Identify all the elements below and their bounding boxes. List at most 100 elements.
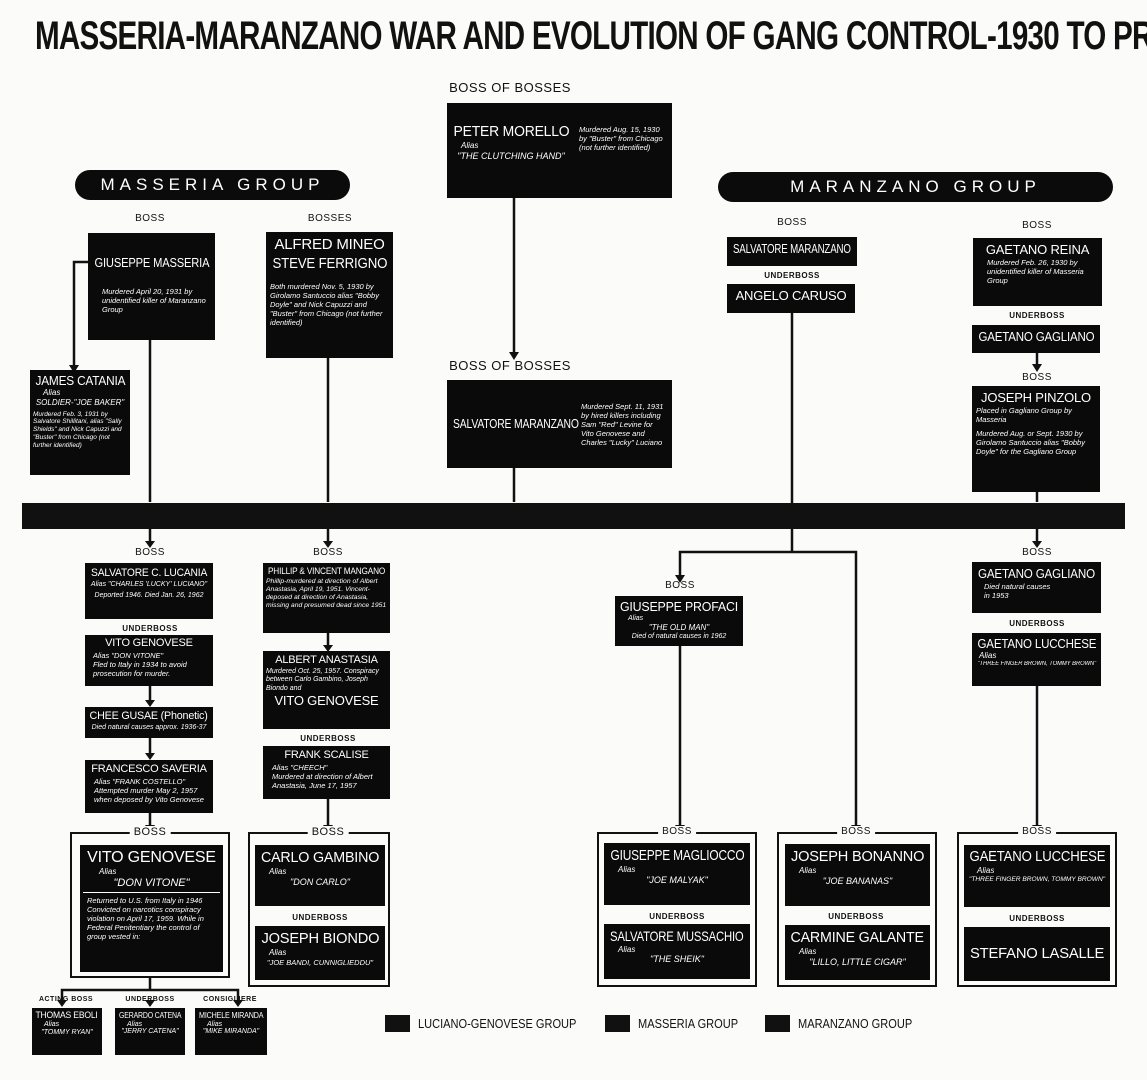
person-name: VITO GENOVESE [87,849,216,866]
alias-label: Alias [43,388,61,398]
alias-label: Alias [977,865,995,875]
person-name: FRANK SCALISE [284,749,369,761]
legend-swatch [605,1015,630,1032]
person-box-carlo-gambino: CARLO GAMBINO Alias "DON CARLO" [255,845,385,906]
person-name: CARMINE GALANTE [790,929,925,946]
person-name: FRANCESCO SAVERIA [91,763,207,775]
person-name: JOSEPH BONANNO [790,848,925,865]
person-name: GIUSEPPE MAGLIOCCO [610,847,744,864]
person-box-peter-morello: PETER MORELLO Alias "THE CLUTCHING HAND"… [447,103,672,198]
legend-label: LUCIANO-GENOVESE GROUP [418,1016,577,1031]
person-name: STEFANO LASALLE [969,944,1105,962]
alias-label: Alias [269,866,287,876]
person-alias: "TOMMY RYAN" [41,1028,93,1036]
person-note: Murdered Sept. 11, 1931 by hired killers… [581,401,664,447]
person-alias: "THE OLD MAN" [648,622,710,632]
person-name: STEVE FERRIGNO [272,254,387,272]
alias-label: Alias [99,867,117,876]
person-alias: "MIKE MIRANDA" [202,1028,260,1036]
role-label: BOSS [1022,220,1052,231]
person-box-salvatore-mussachio: SALVATORE MUSSACHIO Alias "THE SHEIK" [604,924,750,979]
person-name: SALVATORE MARANZANO [733,241,851,256]
person-alias: "LILLO, LITTLE CIGAR" [809,956,906,967]
person-name: SALVATORE MARANZANO [453,415,579,431]
alias-label: Alias [799,946,817,956]
person-note: Deported 1946. Died Jan. 26, 1962 [94,592,204,600]
person-note: Died of natural causes in 1962 [631,632,727,640]
person-box-mangano: PHILLIP & VINCENT MANGANO Phillip-murder… [263,563,390,633]
person-name: JAMES CATANIA [35,373,125,388]
person-box-michele-miranda: MICHELE MIRANDA Alias "MIKE MIRANDA" [195,1008,267,1055]
person-name: SALVATORE MUSSACHIO [610,928,744,944]
person-name: GAETANO LUCCHESE [977,636,1096,651]
person-name: GAETANO LUCCHESE [969,848,1105,865]
role-label: BOSS [1018,826,1056,837]
person-alias: "THE SHEIK" [650,954,704,965]
role-label: BOSS OF BOSSES [449,80,571,95]
role-label: UNDERBOSS [300,734,356,743]
person-box-vito-genovese-boss: VITO GENOVESE Alias "DON VITONE" Returne… [80,845,223,972]
person-box-gaetano-lucchese-boss: GAETANO LUCCHESE Alias "THREE FINGER BRO… [964,845,1110,907]
alias-label: Alias [618,864,636,874]
person-alias: "JOE BANANAS" [822,875,893,886]
person-alias: Alias "DON VITONE" [93,650,164,660]
role-label: BOSS [837,826,875,837]
person-box-francesco-saveria: FRANCESCO SAVERIA Alias "FRANK COSTELLO"… [85,760,213,813]
alias-label: Alias [44,1021,60,1029]
person-note: Murdered Oct. 25, 1957. Conspiracy betwe… [266,667,379,692]
person-name: GIUSEPPE MASSERIA [94,255,209,270]
person-name: GAETANO REINA [985,242,1090,257]
legend-swatch [385,1015,410,1032]
role-label: UNDERBOSS [1009,914,1065,923]
masseria-group-header: MASSERIA GROUP [75,170,350,200]
alias-label: Alias [979,651,997,661]
role-label: BOSS [307,826,349,838]
person-box-salvatore-maranzano: SALVATORE MARANZANO [727,237,857,266]
person-box-gaetano-lucchese-underboss: GAETANO LUCCHESE Alias "THREE FINGER BRO… [972,633,1101,686]
person-alias: "THREE FINGER BROWN, TOMMY BROWN" [977,661,1096,668]
person-note: Returned to U.S. from Italy in 1946 Conv… [87,895,204,941]
person-note: Murdered Feb. 26, 1930 by unidentified k… [987,258,1084,286]
person-box-giuseppe-profaci: GIUSEPPE PROFACI Alias "THE OLD MAN" Die… [615,596,743,646]
role-label: UNDERBOSS [1009,619,1065,628]
maranzano-group-header: MARANZANO GROUP [718,172,1113,202]
person-alias: Alias "CHARLES 'LUCKY' LUCIANO" [90,580,208,588]
person-name: GAETANO GAGLIANO [978,566,1095,581]
person-box-joseph-biondo: JOSEPH BIONDO Alias "JOE BANDI, CUNNIGLI… [255,926,385,980]
person-name: THOMAS EBOLI [35,1010,99,1020]
person-name: ANGELO CARUSO [735,288,847,303]
legend-item-masseria: MASSERIA GROUP [605,1015,756,1032]
person-note: Fled to Italy in 1934 to avoid prosecuti… [93,659,187,678]
person-box-gaetano-reina: GAETANO REINA Murdered Feb. 26, 1930 by … [973,238,1102,306]
alias-label: Alias [618,944,636,954]
role-label: BOSS [135,213,165,224]
person-box-giuseppe-magliocco: GIUSEPPE MAGLIOCCO Alias "JOE MALYAK" [604,843,750,905]
role-label: UNDERBOSS [122,624,178,633]
person-name: PHILLIP & VINCENT MANGANO [267,566,386,577]
person-box-carmine-galante: CARMINE GALANTE Alias "LILLO, LITTLE CIG… [785,925,930,980]
person-box-mineo-ferrigno: ALFRED MINEO STEVE FERRIGNO Both murdere… [266,232,393,358]
person-alias: "THE CLUTCHING HAND" [457,150,565,161]
role-label: UNDERBOSS [292,913,348,922]
person-box-gaetano-gagliano-boss: GAETANO GAGLIANO Died natural causes in … [972,562,1101,613]
person-note: Murdered Aug. or Sept. 1930 by Girolamo … [976,429,1085,457]
person-name: PETER MORELLO [453,123,569,140]
person-alias: SOLDIER-"JOE BAKER" [35,398,125,408]
person-alias: "JERRY CATENA" [121,1028,179,1036]
alias-label: Alias [461,140,479,150]
person-box-joseph-pinzolo: JOSEPH PINZOLO Placed in Gagliano Group … [972,386,1100,492]
person-name: CARLO GAMBINO [260,849,380,866]
role-label: CONSIGLIERE [203,996,257,1003]
person-name: JOSEPH BIONDO [261,930,379,947]
role-label: UNDERBOSS [828,912,884,921]
role-label: UNDERBOSS [764,271,820,280]
person-alias: "THREE FINGER BROWN, TOMMY BROWN" [968,875,1106,883]
person-box-salvatore-maranzano-top: SALVATORE MARANZANO Murdered Sept. 11, 1… [447,380,672,468]
person-box-stefano-lasalle: STEFANO LASALLE [964,927,1110,981]
person-box-giuseppe-masseria: GIUSEPPE MASSERIA Murdered April 20, 193… [88,233,215,340]
role-label: BOSS [1022,547,1052,558]
legend-item-luciano-genovese: LUCIANO-GENOVESE GROUP [385,1015,604,1032]
person-note: Died natural causes approx. 1936-37 [91,723,207,731]
role-label: ACTING BOSS [38,996,94,1003]
